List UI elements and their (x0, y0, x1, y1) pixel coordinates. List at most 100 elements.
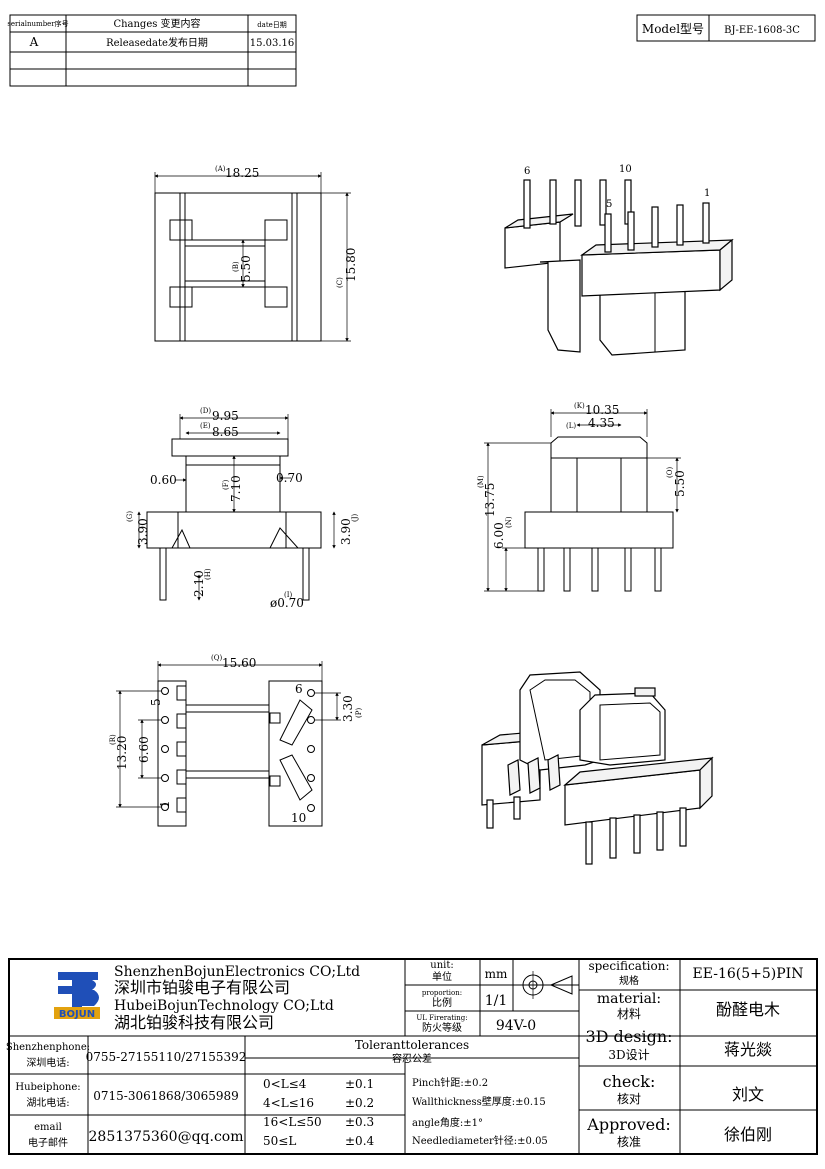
dim-k: 10.35 (585, 403, 619, 417)
title-block: BOJUN ShenzhenBojunElectronics CO;Ltd 深圳… (6, 958, 818, 1155)
dim-g: 3.90 (136, 518, 150, 545)
unit-label-en: unit: (430, 960, 453, 971)
view-front: (D) 9.95 (E) 8.65 (F) 7.10 0.60 0.70 (G)… (126, 407, 359, 610)
dim-e: 8.65 (212, 425, 239, 439)
unit-value: mm (485, 967, 508, 981)
tolerance-note-wall: Wallthickness壁厚度:±0.15 (412, 1095, 546, 1108)
dim-letter-n: (N) (505, 516, 513, 528)
dim-letter-p: (P) (355, 708, 363, 718)
revision-date: 15.03.16 (250, 38, 295, 49)
dim-left-wall: 0.60 (150, 473, 177, 487)
tolerance-value-4: ±0.4 (345, 1134, 375, 1148)
tolerance-value-1: ±0.1 (345, 1077, 374, 1091)
dim-b: 5.50 (239, 255, 253, 282)
spec-value: EE-16(5+5)PIN (693, 966, 804, 982)
pin-label-5: 5 (606, 199, 612, 210)
bottom-pin-1: 1 (158, 800, 172, 808)
dim-letter-k: (K) (574, 402, 585, 410)
design-value: 蒋光燚 (724, 1040, 772, 1059)
dim-letter-m: (M) (477, 475, 485, 488)
dim-letter-h: (H) (204, 568, 212, 580)
view-top: (A) 18.25 (B) 5.50 (C) 15.80 (154, 165, 358, 342)
dim-letter-j: (J) (351, 513, 359, 522)
dim-letter-i: (I) (284, 591, 292, 599)
approved-label-cn: 核准 (617, 1135, 641, 1149)
dim-q: 15.60 (222, 656, 256, 670)
dim-o: 5.50 (673, 470, 687, 497)
view-bottom: (Q) 15.60 (P) 3.30 (R) 13.20 6.60 5 1 6 … (109, 654, 363, 827)
company-logo: BOJUN (54, 972, 100, 1020)
email-label-cn: 电子邮件 (28, 1136, 68, 1149)
shenzhen-label-en: Shenzhenphone: (6, 1042, 90, 1053)
tolerance-range-3: 16<L≤50 (263, 1115, 322, 1129)
material-label-en: material: (597, 991, 661, 1007)
dim-f: 7.10 (229, 475, 243, 502)
revision-header-serial: serialnumber序号 (7, 19, 68, 28)
unit-label-cn: 单位 (432, 970, 452, 983)
revision-change: Releasedate发布日期 (106, 36, 208, 49)
shenzhen-phone: 0755-27155110/27155392 (86, 1050, 247, 1064)
pin-label-6: 6 (524, 166, 530, 177)
tolerance-range-4: 50≤L (263, 1134, 296, 1148)
dim-letter-d: (D) (200, 407, 211, 415)
spec-label-en: specification: (588, 959, 669, 973)
hubei-label-en: Hubeiphone: (15, 1082, 80, 1093)
dim-letter-g: (G) (126, 511, 134, 522)
dim-c: 15.80 (344, 248, 358, 282)
dim-letter-a: (A) (215, 165, 226, 173)
approved-value: 徐伯刚 (724, 1125, 772, 1144)
view-side: (K) 10.35 (L) 4.35 (M) 13.75 (N) 6.00 (O… (477, 402, 687, 592)
ul-value: 94V-0 (496, 1018, 536, 1034)
dim-s: 6.60 (137, 736, 151, 763)
dim-r: 13.20 (115, 736, 129, 770)
ul-label-cn: 防火等级 (422, 1021, 462, 1034)
design-label-cn: 3D设计 (608, 1048, 649, 1062)
approved-label-en: Approved: (586, 1115, 670, 1134)
proportion-value: 1/1 (485, 993, 508, 1009)
spec-label-cn: 规格 (619, 974, 639, 987)
dim-p: 3.30 (341, 695, 355, 722)
dim-letter-c: (C) (336, 277, 344, 288)
model-box: Model型号 BJ-EE-1608-3C (636, 14, 816, 42)
dim-d: 9.95 (212, 409, 239, 423)
bottom-pin-10: 10 (291, 811, 306, 825)
dim-letter-q: (Q) (211, 654, 222, 662)
proportion-label-en: proportion: (422, 989, 462, 997)
company-name-cn-2: 湖北铂骏科技有限公司 (114, 1013, 274, 1032)
tolerance-title-cn: 容忍公差 (392, 1052, 432, 1065)
dim-letter-e: (E) (200, 422, 211, 430)
revision-table: serialnumber序号 Changes 变更内容 date日期 A Rel… (7, 14, 297, 87)
revision-header-changes: Changes 变更内容 (113, 17, 200, 30)
logo-text: BOJUN (59, 1009, 95, 1020)
pin-label-1: 1 (704, 188, 710, 199)
tolerance-value-2: ±0.2 (345, 1096, 374, 1110)
material-value: 酚醛电木 (716, 1000, 780, 1019)
dim-letter-o: (O) (666, 467, 674, 478)
bottom-pin-6: 6 (295, 682, 303, 696)
email-label-en: email (34, 1122, 62, 1133)
view-isometric-lower (481, 671, 714, 865)
dim-n: 6.00 (492, 522, 506, 549)
model-value: BJ-EE-1608-3C (724, 25, 800, 36)
company-name-en-1: ShenzhenBojunElectronics CO;Ltd (114, 964, 360, 980)
dim-l: 4.35 (588, 416, 615, 430)
revision-serial: A (29, 35, 39, 49)
ul-label-en: UL Firerating: (416, 1014, 467, 1022)
check-value: 刘文 (732, 1085, 764, 1104)
hubei-label-cn: 湖北电话: (26, 1096, 69, 1109)
dim-a: 18.25 (225, 166, 259, 180)
dim-h: 2.10 (192, 570, 206, 597)
revision-header-date: date日期 (257, 21, 287, 29)
dim-letter-b: (B) (232, 261, 240, 272)
dim-letter-l: (L) (566, 422, 576, 430)
tolerance-note-angle: angle角度:±1° (412, 1116, 483, 1129)
hubei-phone: 0715-3061868/3065989 (93, 1089, 239, 1103)
model-label: Model型号 (642, 22, 704, 36)
dim-letter-f: (F) (222, 479, 230, 490)
material-label-cn: 材料 (617, 1007, 641, 1021)
check-label-en: check: (603, 1072, 656, 1091)
email-value: 2851375360@qq.com (89, 1129, 244, 1145)
tolerance-note-pinch: Pinch针距:±0.2 (412, 1076, 488, 1089)
dim-j: 3.90 (339, 518, 353, 545)
